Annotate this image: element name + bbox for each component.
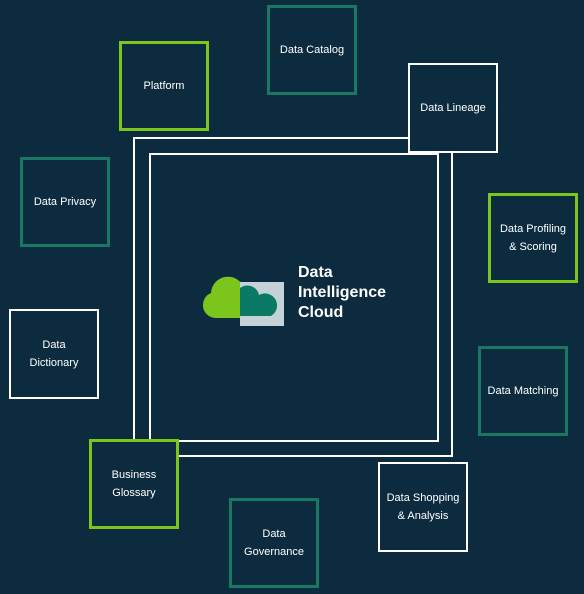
outer-frame [133,137,453,457]
node-platform: Platform [119,41,209,131]
node-data-lineage: Data Lineage [408,63,498,153]
node-data-governance-line1: Data [262,528,286,540]
node-business-glossary-line2: Glossary [112,487,156,499]
logo-title-line2: Intelligence [298,284,387,301]
node-data-catalog-label: Data Catalog [279,44,345,56]
node-data-governance: Data Governance [229,498,319,588]
node-data-dictionary: Data Dictionary [9,309,99,399]
inner-frame [149,153,439,442]
node-data-lineage-label: Data Lineage [420,102,486,114]
node-business-glossary-line1: Business [111,469,157,481]
node-data-shopping-line2: & Analysis [397,510,449,522]
node-data-profiling: Data Profiling & Scoring [488,193,578,283]
node-business-glossary-label: Business Glossary [112,466,157,502]
node-data-profiling-label: Data Profiling & Scoring [500,220,566,256]
logo-title: Data Intelligence Cloud [298,263,418,323]
node-data-privacy-label: Data Privacy [33,196,97,208]
node-business-glossary: Business Glossary [89,439,179,529]
node-data-dictionary-line2: Dictionary [29,357,79,369]
logo-title-line3: Cloud [298,304,344,321]
node-data-privacy: Data Privacy [20,157,110,247]
logo-title-line1: Data [298,264,333,281]
node-data-governance-line2: Governance [244,546,304,558]
node-data-matching: Data Matching [478,346,568,436]
node-platform-label: Platform [143,80,185,92]
node-data-dictionary-line1: Data [42,339,66,351]
node-data-shopping-line1: Data Shopping [386,492,460,504]
node-data-governance-label: Data Governance [244,525,304,561]
node-data-profiling-line1: Data Profiling [499,223,567,235]
node-data-shopping-label: Data Shopping & Analysis [387,489,460,525]
node-data-matching-label: Data Matching [487,385,559,397]
node-data-dictionary-label: Data Dictionary [30,336,79,372]
cloud-logo-icon [202,276,284,326]
node-data-profiling-line2: & Scoring [509,241,557,253]
node-data-catalog: Data Catalog [267,5,357,95]
node-data-shopping: Data Shopping & Analysis [378,462,468,552]
